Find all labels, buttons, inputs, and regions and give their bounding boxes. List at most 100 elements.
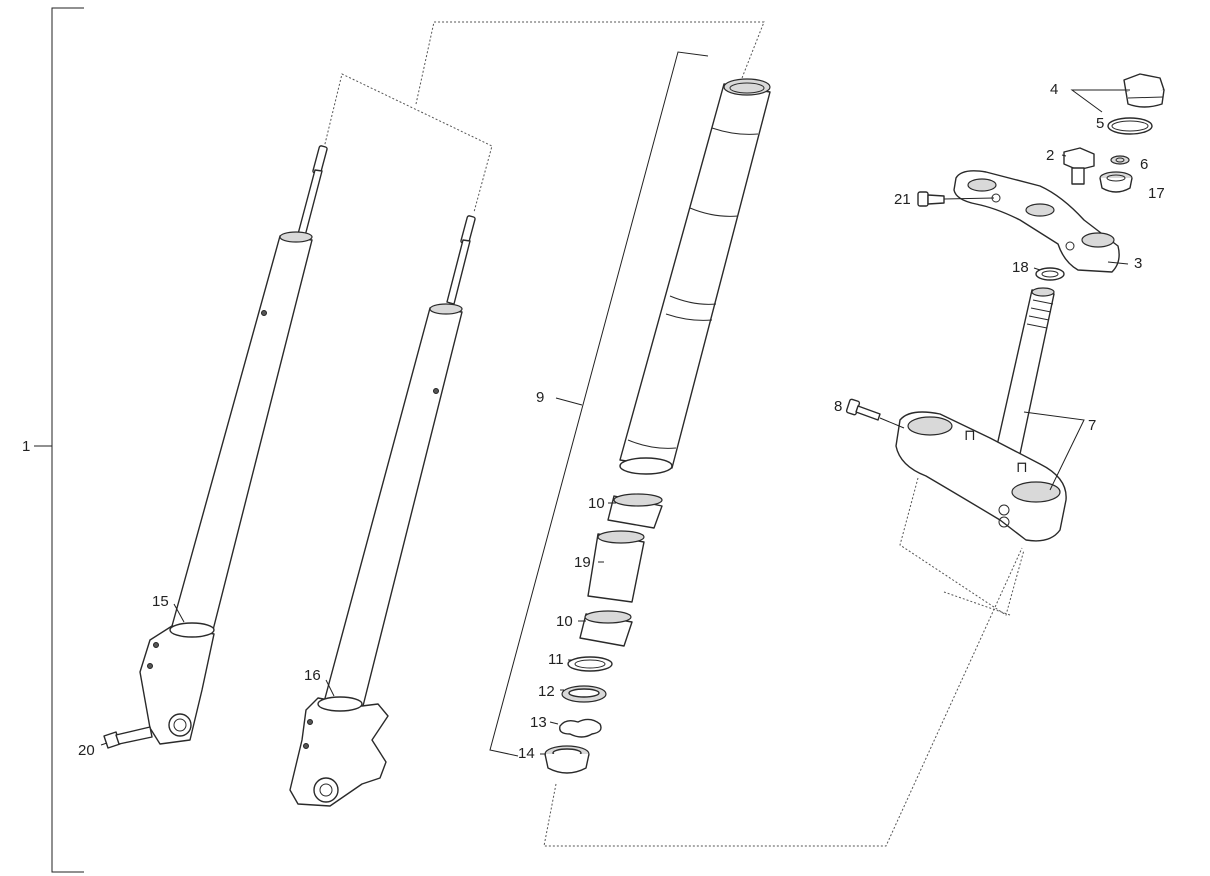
- nut-6: 6: [1110, 155, 1148, 173]
- callout-4: 4: [1050, 81, 1058, 98]
- callout-6: 6: [1140, 156, 1148, 173]
- callout-15: 15: [152, 593, 169, 610]
- inner-parts-bracket: 9: [489, 51, 709, 757]
- callout-10-lower: 10: [556, 613, 573, 630]
- clamp-bolt-21-shank: [927, 194, 945, 205]
- assembly-bracket: 1: [22, 7, 84, 873]
- spacer-top: [597, 530, 645, 544]
- clamp-bolt-21-head: [917, 191, 929, 207]
- callout-2: 2: [1046, 147, 1054, 164]
- outer-tube-band-1: [711, 127, 759, 135]
- right-fork-tube-hole: [433, 388, 439, 394]
- washer-inner: [574, 659, 606, 669]
- callout-12: 12: [538, 683, 555, 700]
- washer-outer: [567, 656, 613, 672]
- dust-seal-14: 14: [518, 745, 590, 774]
- right-fork-slider-collar: [317, 696, 363, 712]
- callout-10-upper: 10: [588, 495, 605, 512]
- hex-bolt-2-shank: [1071, 167, 1085, 185]
- right-slider-bolt-hole-2: [303, 743, 309, 749]
- right-axle-bore: [319, 783, 333, 797]
- steering-stem-top: [1031, 287, 1055, 297]
- lower-clamp-right-bore: [1011, 481, 1061, 503]
- retaining-clip: [559, 718, 602, 738]
- lower-clamp-bolt-hole-2: [998, 516, 1010, 528]
- left-fork-rod: [297, 169, 323, 237]
- clamp-bolt-21: 21: [894, 191, 995, 208]
- lower-clamp-bolt-hole-1: [998, 504, 1010, 516]
- nut-6-hole: [1115, 157, 1125, 163]
- stem-thread-4: [1026, 323, 1048, 329]
- dust-seal-skirt: [544, 753, 590, 774]
- right-fork-slider: [289, 697, 389, 807]
- outer-tube-body: [619, 83, 771, 469]
- stem-thread-2: [1030, 307, 1052, 313]
- spacer-19: 19: [574, 530, 645, 603]
- right-fork-tube: [323, 307, 463, 711]
- callout-9: 9: [536, 389, 544, 406]
- bushing-lower-top: [584, 610, 632, 624]
- outer-tube-band-3: [669, 295, 717, 305]
- top-cap-thread: [1125, 89, 1165, 108]
- right-fork-tube-top: [429, 303, 463, 315]
- bushing-upper-top: [613, 493, 663, 507]
- nut-6-body: [1110, 155, 1130, 165]
- o-ring-5-outer: [1107, 117, 1153, 135]
- pinch-bolt-shank: [115, 726, 153, 745]
- bushing-10-lower: 10: [556, 610, 633, 647]
- left-fork-slider: [139, 625, 215, 745]
- left-axle-clamp: [168, 713, 192, 737]
- left-fork-slider-collar: [169, 622, 215, 638]
- callout-1: 1: [22, 438, 30, 455]
- left-slider-bolt-hole-1: [153, 642, 159, 648]
- left-fork-tube-top: [279, 231, 313, 243]
- o-ring-5-inner: [1111, 120, 1149, 132]
- outer-tube-bottom: [619, 457, 673, 475]
- assembly-guide-lines: [323, 21, 1025, 847]
- right-fork-rod: [446, 239, 471, 305]
- outer-fork-tube: [619, 78, 771, 475]
- retaining-clip-13: 13: [530, 714, 602, 738]
- lower-triple-clamp: ⊓ ⊓ 7: [895, 287, 1096, 542]
- left-slider-bolt-hole-2: [147, 663, 153, 669]
- washer-18: 18: [1012, 259, 1065, 281]
- outer-tube-top-opening: [723, 78, 771, 96]
- callout-5: 5: [1096, 115, 1104, 132]
- top-cap-thread-line-1: [1127, 96, 1164, 99]
- callout-11: 11: [548, 651, 564, 668]
- callout-17: 17: [1148, 185, 1165, 202]
- upper-clamp-left-bore: [967, 178, 997, 192]
- clamp-bolt-8-shank: [855, 405, 881, 421]
- pinch-bolt-20: 20: [78, 726, 153, 759]
- left-fork-leg: 15: [139, 145, 328, 745]
- callout-20: 20: [78, 742, 95, 759]
- callout-8: 8: [834, 398, 842, 415]
- left-fork-tube: [171, 235, 313, 635]
- spacer-17-hole: [1106, 174, 1126, 182]
- left-fork-tube-hole: [261, 310, 267, 316]
- fork-top-cap-4: 4: [1050, 73, 1165, 113]
- callout-7: 7: [1088, 417, 1096, 434]
- lower-clamp-left-bore: [907, 416, 953, 436]
- callout-3: 3: [1134, 255, 1142, 272]
- callout-14: 14: [518, 745, 535, 762]
- callout-18: 18: [1012, 259, 1029, 276]
- right-slider-bolt-hole-1: [307, 719, 313, 725]
- callout-16: 16: [304, 667, 321, 684]
- o-ring-5: 5: [1096, 115, 1153, 135]
- steering-stem: [995, 289, 1055, 455]
- outer-tube-band-4: [665, 313, 713, 321]
- upper-triple-clamp: 3: [953, 170, 1142, 273]
- stem-thread-1: [1032, 299, 1054, 305]
- outer-tube-top-inner: [729, 82, 765, 94]
- spacer-17: 17: [1099, 171, 1165, 202]
- hex-bolt-2-head: [1063, 147, 1095, 171]
- spacer-17-body: [1099, 177, 1133, 193]
- upper-clamp-center-hole: [1025, 203, 1055, 217]
- lower-clamp-mark-1: ⊓: [964, 427, 976, 444]
- washer-18-outer: [1035, 267, 1065, 281]
- clamp-bolt-8: 8: [834, 398, 905, 429]
- hex-bolt-2: 2: [1046, 147, 1095, 185]
- spacer-body: [587, 533, 645, 603]
